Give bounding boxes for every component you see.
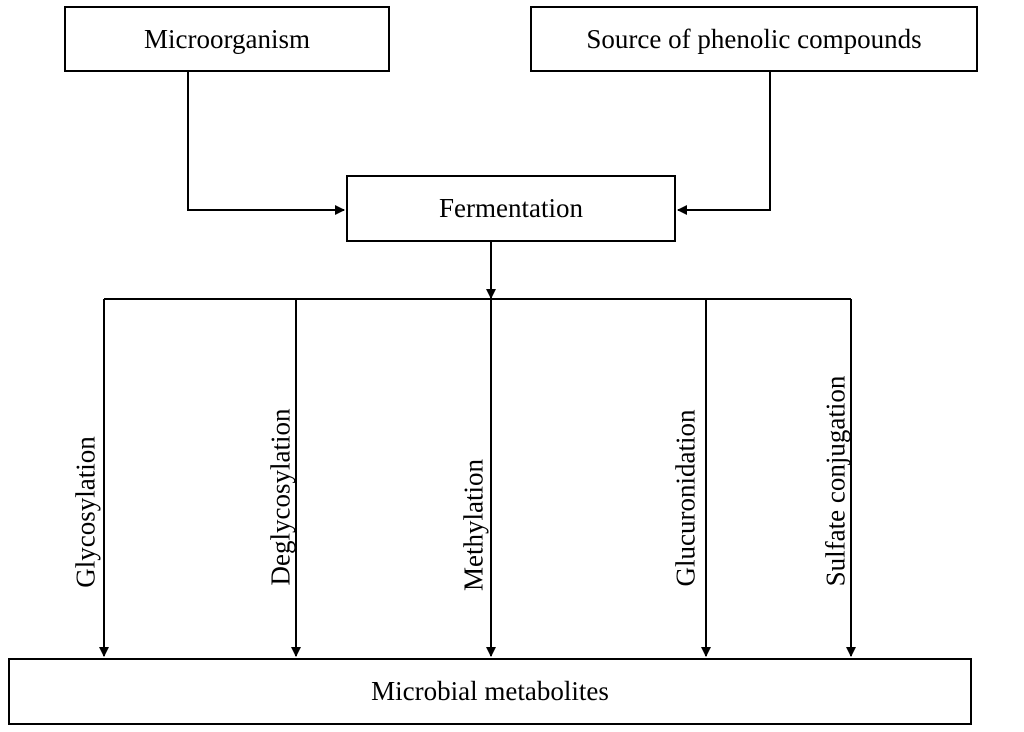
phenolic-source-label: Source of phenolic compounds [586,23,922,54]
microorganism-box: Microorganism [64,6,390,72]
microorganism-label: Microorganism [144,23,310,54]
fermentation-box: Fermentation [346,175,676,242]
arrow-source-to-fermentation [677,72,771,215]
fermentation-label: Fermentation [439,193,583,223]
sulfate-conjugation-label: Sulfate conjugation [820,375,851,587]
phenolic-source-box: Source of phenolic compounds [530,6,978,72]
glucuronidation-label: Glucuronidation [670,409,701,587]
arrow-microorganism-to-fermentation [187,72,345,215]
microbial-metabolites-label: Microbial metabolites [371,676,609,706]
microbial-metabolites-box: Microbial metabolites [8,658,972,725]
methylation-label: Methylation [458,459,489,591]
glycosylation-label: Glycosylation [70,436,101,588]
deglycosylation-label: Deglycosylation [265,408,296,586]
